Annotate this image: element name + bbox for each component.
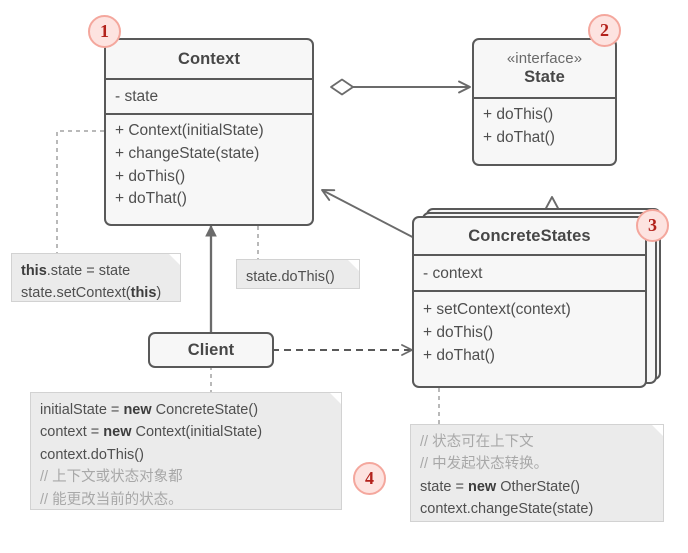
method-row: + doThat(): [423, 346, 495, 364]
class-box-state[interactable]: «interface» State + doThis() + doThat(): [472, 38, 617, 166]
leader-context-constructor-note: [56, 130, 104, 253]
step-badge-1[interactable]: 1: [88, 15, 121, 48]
class-box-client[interactable]: Client: [148, 332, 274, 368]
note-line: context.doThis(): [40, 446, 144, 463]
class-box-concretestates[interactable]: ConcreteStates - context + setContext(co…: [412, 216, 647, 388]
class-title-state: «interface» State: [474, 40, 615, 99]
note-line: state.doThis(): [246, 269, 335, 285]
note-context-constructor[interactable]: this.state = state state.setContext(this…: [11, 253, 181, 302]
note-line: initialState = new ConcreteState(): [40, 402, 259, 418]
note-line: context.changeState(state): [420, 501, 594, 518]
class-title-context: Context: [106, 40, 312, 80]
note-line: // 能更改当前的状态。: [40, 491, 183, 508]
step-badge-label: 2: [600, 20, 609, 40]
method-row: + Context(initialState): [115, 122, 264, 139]
class-name-client: Client: [187, 340, 235, 359]
note-line: state.setContext(this): [21, 285, 162, 302]
note-line: state = new OtherState(): [420, 478, 580, 495]
class-name-state: State: [524, 67, 565, 86]
step-badge-4[interactable]: 4: [353, 462, 386, 495]
edge-concretestates-to-context: [321, 189, 425, 244]
class-methods-state: + doThis() + doThat(): [474, 99, 615, 156]
note-fold-corner-icon: [348, 260, 359, 271]
note-line: this.state = state: [21, 263, 131, 279]
method-row: + setContext(context): [423, 301, 571, 318]
edge-context-aggregates-state: [330, 78, 471, 96]
attribute-row: - state: [115, 88, 159, 105]
step-badge-3[interactable]: 3: [636, 209, 669, 242]
class-title-concretestates: ConcreteStates: [414, 218, 645, 256]
method-row: + doThis(): [483, 106, 554, 123]
class-stereotype-state: «interface»: [506, 50, 583, 68]
note-fold-corner-icon: [169, 254, 180, 265]
method-row: + doThis(): [115, 167, 186, 185]
method-row: + changeState(state): [115, 144, 260, 162]
step-badge-label: 1: [100, 21, 109, 41]
step-badge-2[interactable]: 2: [588, 14, 621, 47]
step-badge-label: 3: [648, 215, 657, 235]
method-row: + doThat(): [115, 190, 187, 208]
attribute-row: - context: [423, 265, 483, 282]
note-fold-corner-icon: [330, 393, 341, 404]
note-line: // 中发起状态转换。: [420, 456, 549, 473]
note-line: // 状态可在上下文: [420, 434, 534, 450]
method-row: + doThis(): [423, 323, 494, 341]
class-name-concretestates: ConcreteStates: [468, 226, 591, 245]
class-attributes-concretestates: - context: [414, 256, 645, 292]
class-attributes-context: - state: [106, 80, 312, 115]
class-box-context[interactable]: Context - state + Context(initialState) …: [104, 38, 314, 226]
note-line: context = new Context(initialState): [40, 424, 263, 441]
class-methods-concretestates: + setContext(context) + doThis() + doTha…: [414, 292, 645, 373]
class-name-context: Context: [177, 49, 241, 68]
note-do-this-delegate[interactable]: state.doThis(): [236, 259, 360, 289]
method-row: + doThat(): [483, 128, 555, 146]
note-line: // 上下文或状态对象都: [40, 469, 183, 486]
note-client-usage[interactable]: initialState = new ConcreteState() conte…: [30, 392, 342, 510]
step-badge-label: 4: [365, 468, 374, 488]
note-fold-corner-icon: [652, 425, 663, 436]
note-state-transition[interactable]: // 状态可在上下文 // 中发起状态转换。 state = new Other…: [410, 424, 664, 522]
class-title-client: Client: [150, 334, 272, 366]
class-methods-context: + Context(initialState) + changeState(st…: [106, 115, 312, 217]
